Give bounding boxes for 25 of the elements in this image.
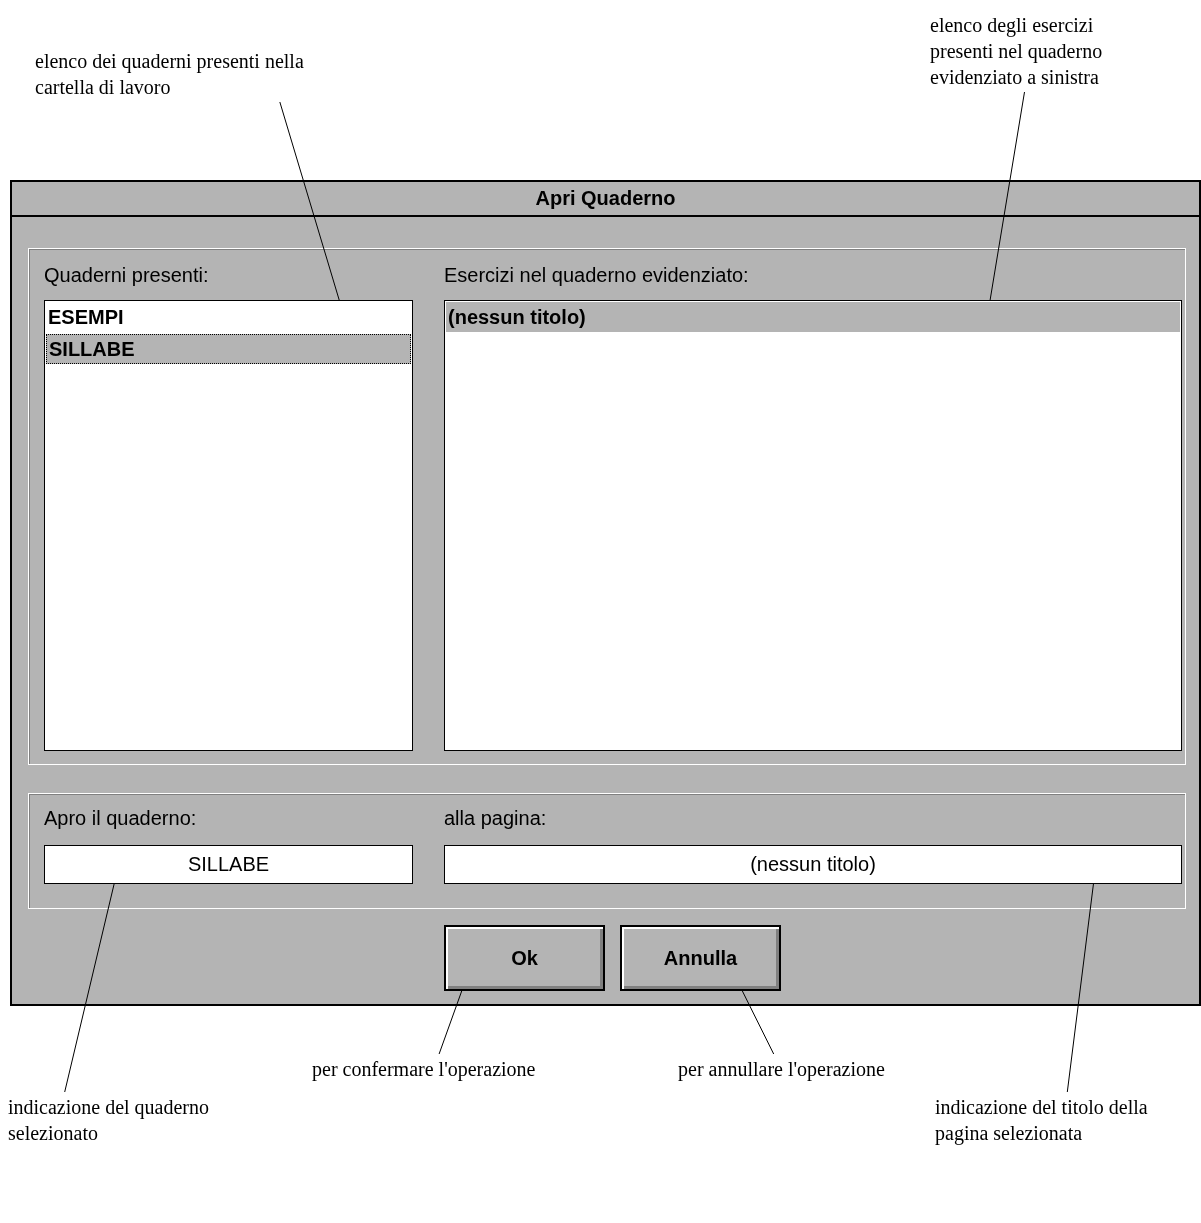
selected-list-item: SILLABE — [46, 334, 411, 364]
list-item: ESEMPI — [46, 302, 411, 332]
text-field: (nessun titolo) — [444, 845, 1182, 884]
annotation-text: per confermare l'operazione — [312, 1056, 622, 1082]
push-button: Annulla — [620, 925, 781, 991]
leader-line — [279, 101, 340, 301]
field-label: alla pagina: — [444, 807, 547, 830]
title-bar: Apri Quaderno — [12, 182, 1199, 217]
annotation-text: indicazione del titolo della pagina selezionata — [935, 1094, 1180, 1146]
push-button: Ok — [444, 925, 605, 991]
leader-line — [1066, 883, 1094, 1093]
dialog-window — [10, 180, 1201, 1006]
leader-line — [989, 91, 1025, 301]
list-heading: Esercizi nel quaderno evidenziato: — [444, 264, 749, 287]
list-heading: Quaderni presenti: — [44, 264, 209, 287]
selected-list-item: (nessun titolo) — [446, 302, 1180, 332]
annotation-text: per annullare l'operazione — [678, 1056, 968, 1082]
text-field: SILLABE — [44, 845, 413, 884]
group-panel — [28, 248, 1186, 765]
group-panel — [28, 793, 1186, 909]
annotation-text: indicazione del quaderno selezionato — [8, 1094, 278, 1146]
leader-line — [64, 883, 115, 1093]
annotation-text: elenco degli esercizi presenti nel quaderno evidenziato a sinistra — [930, 12, 1155, 90]
annotation-text: elenco dei quaderni presenti nella cartella di lavoro — [35, 48, 330, 100]
field-label: Apro il quaderno: — [44, 807, 197, 830]
